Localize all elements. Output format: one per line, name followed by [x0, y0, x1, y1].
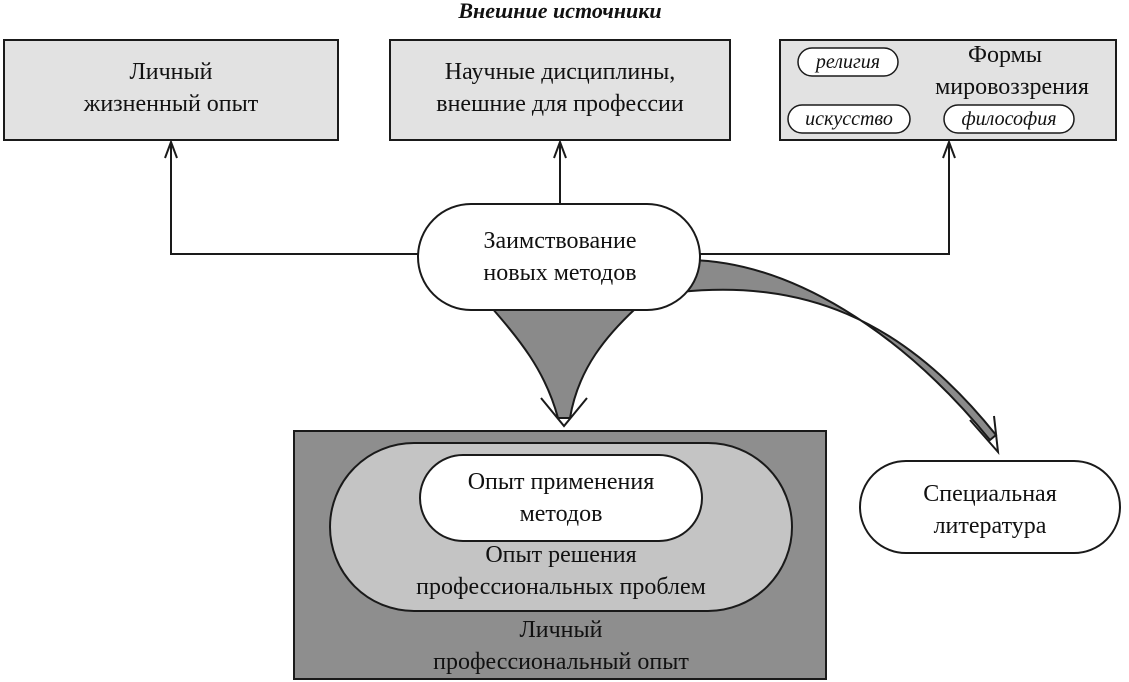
tag-art: искусство — [805, 108, 893, 130]
center-node-line1: Заимствование — [483, 228, 636, 254]
source-scientific-disciplines-line1: Научные дисциплины, — [445, 59, 675, 85]
professional-outer-line2: профессиональный опыт — [433, 649, 689, 675]
connector-left-line — [170, 142, 430, 255]
curved-arrowhead-icon — [969, 415, 1000, 456]
tag-philosophy-pill — [943, 104, 1075, 134]
funnel-arrowhead-icon — [540, 397, 588, 428]
literature-node-line2: литература — [934, 513, 1047, 539]
source-scientific-disciplines-box — [389, 39, 731, 141]
center-node-line2: новых методов — [483, 260, 636, 286]
source-personal-life-line1: Личный — [129, 59, 212, 85]
source-personal-life-line2: жизненный опыт — [83, 91, 259, 117]
funnel-arrow-icon — [482, 299, 648, 419]
tag-religion: религия — [814, 51, 880, 73]
source-worldview: Формы мировоззрения религия искусство фи… — [779, 39, 1117, 141]
center-node: Заимствование новых методов — [417, 203, 701, 311]
source-scientific-disciplines: Научные дисциплины, внешние для професси… — [389, 39, 731, 141]
arrowhead-up-icon — [164, 139, 178, 159]
tag-philosophy: философия — [961, 108, 1056, 130]
literature-node-shape — [859, 460, 1121, 554]
source-personal-life-box — [3, 39, 339, 141]
arrowhead-up-icon — [553, 139, 567, 159]
professional-middle-line1: Опыт решения — [485, 542, 636, 568]
connector-lines — [170, 142, 950, 255]
professional-middle-line2: профессиональных проблем — [416, 574, 706, 600]
source-worldview-line1: Формы — [968, 42, 1042, 68]
tag-art-pill — [787, 104, 911, 134]
professional-outer-line1: Личный — [519, 617, 602, 643]
source-personal-life: Личный жизненный опыт — [3, 39, 339, 141]
source-scientific-disciplines-line2: внешние для профессии — [436, 91, 684, 117]
professional-inner-line2: методов — [520, 501, 603, 527]
professional-experience: Опыт применения методов Опыт решения про… — [293, 430, 827, 680]
literature-node: Специальная литература — [859, 460, 1121, 554]
arrowheads-up — [164, 139, 956, 159]
source-worldview-line2: мировоззрения — [935, 74, 1089, 100]
connector-right-line — [690, 142, 950, 255]
center-node-shape — [417, 203, 701, 311]
professional-inner-oval — [419, 454, 703, 542]
literature-node-line1: Специальная — [923, 481, 1057, 507]
professional-inner-line1: Опыт применения — [468, 469, 655, 495]
diagram-title: Внешние источники — [457, 0, 661, 23]
curved-arrow-icon — [678, 258, 998, 442]
arrowhead-up-icon — [942, 139, 956, 159]
tag-religion-pill — [797, 47, 899, 77]
